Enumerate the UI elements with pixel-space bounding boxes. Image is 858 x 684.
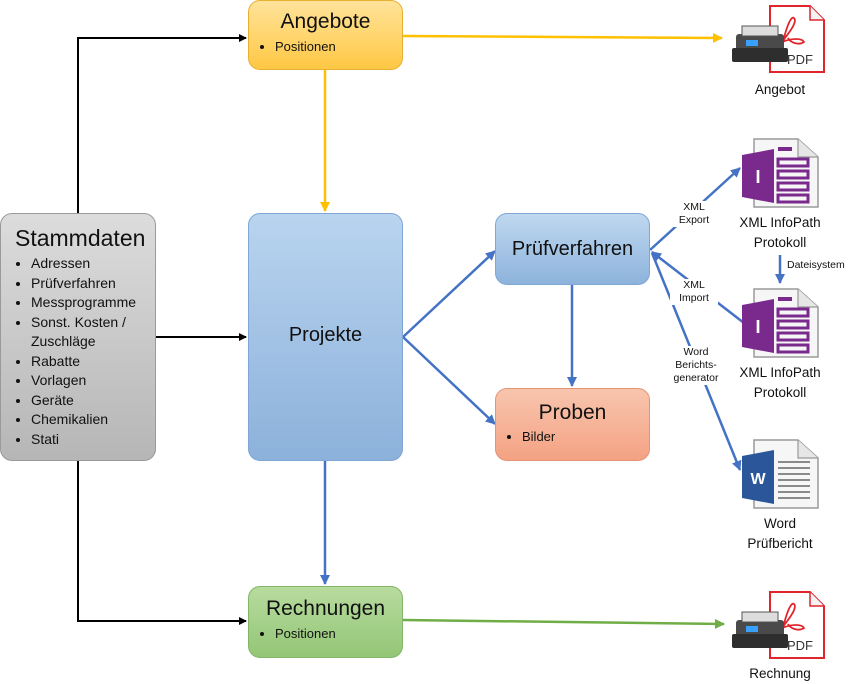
edge-projekte-pruefverfahren: [402, 250, 496, 338]
edge-label-dateisystem: Dateisystem: [787, 259, 855, 272]
node-stammdaten-title: Stammdaten: [15, 225, 146, 251]
edge-label-line: Export: [678, 214, 710, 226]
output-label-word: Word Prüfbericht: [722, 514, 838, 554]
node-rechnungen-list: Positionen: [249, 624, 402, 644]
infopath-icon: I: [742, 288, 819, 358]
edge-label-line: XML: [683, 201, 705, 213]
edge-label-line: Berichts-: [675, 359, 717, 371]
list-item: Sonst. Kosten /: [31, 313, 155, 333]
node-pruefverfahren: Prüfverfahren: [495, 213, 650, 285]
node-projekte: Projekte: [248, 213, 403, 461]
list-item: Messprogramme: [31, 293, 155, 313]
edge-label-xml-import: XML Import: [670, 279, 718, 305]
printer-pdf-icon: PDF: [732, 5, 825, 73]
output-label-line: Word: [763, 516, 796, 531]
list-item: Vorlagen: [31, 371, 155, 391]
edge-projekte-proben: [402, 336, 496, 425]
list-item: Rabatte: [31, 352, 155, 372]
infopath-glyph: I: [755, 317, 760, 337]
node-rechnungen: Rechnungen Positionen: [248, 586, 403, 658]
output-label-infopath-export: XML InfoPath Protokoll: [722, 213, 838, 253]
output-label-infopath-import: XML InfoPath Protokoll: [722, 363, 838, 403]
node-angebote: Angebote Positionen: [248, 0, 403, 70]
node-pruefverfahren-title: Prüfverfahren: [511, 238, 634, 260]
list-item: Stati: [31, 430, 155, 450]
node-proben-list: Bilder: [496, 427, 649, 447]
node-rechnungen-title: Rechnungen: [265, 597, 386, 620]
pdf-label: PDF: [787, 52, 813, 67]
infopath-icon: I: [742, 138, 819, 208]
output-label-line: XML InfoPath: [739, 365, 821, 380]
list-item: Geräte: [31, 391, 155, 411]
output-label-rechnung: Rechnung: [749, 666, 811, 681]
output-label-line: Protokoll: [753, 235, 807, 250]
word-glyph: W: [750, 471, 766, 488]
output-label-line: XML InfoPath: [739, 215, 821, 230]
list-item: Prüfverfahren: [31, 274, 155, 294]
edge-label-line: Word: [683, 346, 709, 358]
list-item: Positionen: [275, 37, 402, 57]
edge-label-line: generator: [673, 372, 719, 384]
output-label-line: Protokoll: [753, 385, 807, 400]
node-projekte-title: Projekte: [288, 324, 363, 346]
infopath-glyph: I: [755, 167, 760, 187]
list-item: Zuschläge: [31, 333, 96, 349]
edge-label-line: Import: [679, 292, 709, 304]
node-proben: Proben Bilder: [495, 388, 650, 461]
edge-label-word-generator: Word Berichts- generator: [668, 346, 724, 385]
edge-stammdaten-angebote: [77, 34, 247, 213]
pdf-label: PDF: [787, 638, 813, 653]
word-icon: W: [742, 439, 819, 509]
edge-rechnungen-pdf: [402, 618, 725, 629]
output-label-line: Prüfbericht: [747, 536, 813, 551]
edge-label-line: XML: [683, 279, 705, 291]
list-item: Positionen: [275, 624, 402, 644]
node-stammdaten-list: Adressen Prüfverfahren Messprogramme Son…: [1, 254, 155, 449]
list-item: Bilder: [522, 427, 649, 447]
output-label-angebot: Angebot: [754, 82, 806, 97]
node-proben-title: Proben: [538, 401, 607, 424]
printer-pdf-icon: PDF: [732, 591, 825, 659]
edge-stammdaten-rechnungen: [77, 461, 247, 625]
node-angebote-list: Positionen: [249, 37, 402, 57]
list-item: Chemikalien: [31, 410, 155, 430]
edge-angebote-pdf: [402, 32, 723, 43]
node-stammdaten: Stammdaten Adressen Prüfverfahren Messpr…: [0, 213, 156, 461]
list-item: Adressen: [31, 254, 155, 274]
node-angebote-title: Angebote: [280, 10, 371, 33]
edge-label-xml-export: XML Export: [670, 201, 718, 227]
